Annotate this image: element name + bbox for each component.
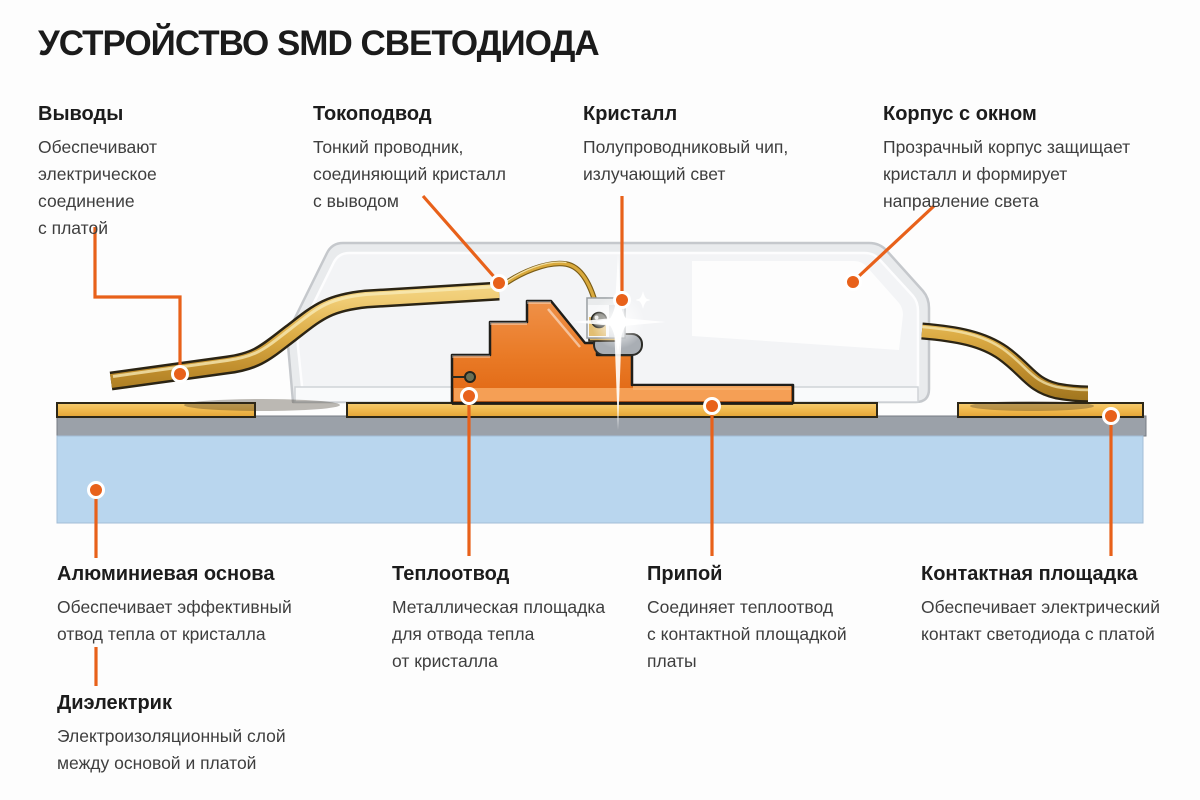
leader-dot-crystal [613, 291, 631, 309]
callout-bond-wire-label: Токоподвод [313, 103, 432, 125]
callout-dielectric-desc: Электроизоляционный слой между основой и… [57, 726, 286, 773]
leader-dot-bond-wire [490, 274, 508, 292]
board-stack [56, 399, 1147, 524]
callout-solder-label: Припой [647, 563, 723, 585]
page-title: УСТРОЙСТВО SMD СВЕТОДИОДА [38, 24, 600, 63]
heatsink-step-highlight-3 [452, 355, 490, 358]
callout-crystal-desc: Полупроводниковый чип, излучающий свет [583, 137, 789, 184]
leader-dot-leads [171, 365, 189, 383]
left-lead [109, 281, 500, 391]
callout-aluminum-base: Алюминиевая основа Обеспечивает эффектив… [57, 561, 292, 648]
callout-contact-pad-desc: Обеспечивает электрический контакт свето… [921, 597, 1160, 644]
right-lead-shadow [970, 401, 1094, 411]
right-lead-outline [921, 322, 1089, 403]
leader-dot-aluminum-base [87, 481, 105, 499]
callout-leads: Выводы Обеспечивают электрическое соедин… [38, 101, 157, 242]
left-lead-shadow [184, 399, 340, 411]
leader-dot-housing [844, 273, 862, 291]
dielectric-layer [56, 415, 1147, 437]
leader-dot-solder [703, 397, 721, 415]
callout-solder-desc: Соединяет теплоотвод с контактной площад… [647, 597, 847, 671]
bond-wire-gold [497, 261, 600, 315]
callout-dielectric-label: Диэлектрик [57, 692, 172, 714]
heatsink [450, 299, 795, 405]
leader-dot-heatsink [460, 387, 478, 405]
callout-heatsink: Теплоотвод Металлическая площадка для от… [392, 561, 605, 675]
callout-bond-wire: Токоподвод Тонкий проводник, соединяющий… [313, 101, 506, 215]
leader-leads [93, 227, 182, 367]
contact-pad-right [957, 402, 1144, 418]
callout-bond-wire-desc: Тонкий проводник, соединяющий кристалл с… [313, 137, 506, 211]
callout-heatsink-desc: Металлическая площадка для отвода тепла … [392, 597, 606, 671]
callout-housing: Корпус с окном Прозрачный корпус защищае… [883, 101, 1130, 215]
glare-star-small [636, 291, 650, 309]
glare-star-main [596, 290, 640, 354]
right-lead-gold [921, 324, 1089, 401]
callout-dielectric: Диэлектрик Электроизоляционный слой межд… [57, 690, 286, 777]
callout-aluminum-base-label: Алюминиевая основа [57, 563, 275, 585]
leader-housing [856, 204, 936, 279]
heatsink-bottom-strip [454, 388, 791, 401]
callout-heatsink-label: Теплоотвод [392, 563, 510, 585]
callout-leads-desc: Обеспечивают электрическое соединение с … [38, 137, 158, 238]
callout-contact-pad: Контактная площадка Обеспечивает электри… [921, 561, 1160, 648]
callout-crystal: Кристалл Полупроводниковый чип, излучающ… [583, 101, 788, 188]
contact-pad-left [56, 402, 256, 418]
callout-housing-label: Корпус с окном [883, 103, 1037, 125]
heatsink-step-highlight-1 [490, 322, 527, 325]
heatsink-flange-highlight [633, 386, 791, 390]
heatsink-hole [464, 371, 476, 383]
aluminum-base-slab [56, 435, 1144, 524]
left-lead-gold [110, 284, 500, 388]
left-lead-highlight [112, 285, 500, 378]
heatsink-slant-highlight [547, 308, 581, 348]
callout-leads-label: Выводы [38, 103, 124, 125]
leader-bond-wire [421, 194, 498, 281]
housing-window-highlight [692, 261, 903, 350]
callout-crystal-label: Кристалл [583, 103, 678, 125]
callout-contact-pad-label: Контактная площадка [921, 563, 1138, 585]
leader-lines [93, 194, 1113, 686]
leader-dots [87, 273, 1120, 499]
contact-pad-center [346, 402, 878, 418]
callout-housing-desc: Прозрачный корпус защищает кристалл и фо… [883, 137, 1131, 211]
heatsink-body [450, 299, 795, 405]
heatsink-step-highlight-2 [527, 301, 551, 304]
leader-dot-contact-pad [1102, 407, 1120, 425]
right-lead-highlight [921, 325, 1089, 392]
callout-solder: Припой Соединяет теплоотвод с контактной… [647, 561, 847, 675]
callout-aluminum-base-desc: Обеспечивает эффективный отвод тепла от … [57, 597, 292, 644]
right-lead [921, 322, 1089, 403]
